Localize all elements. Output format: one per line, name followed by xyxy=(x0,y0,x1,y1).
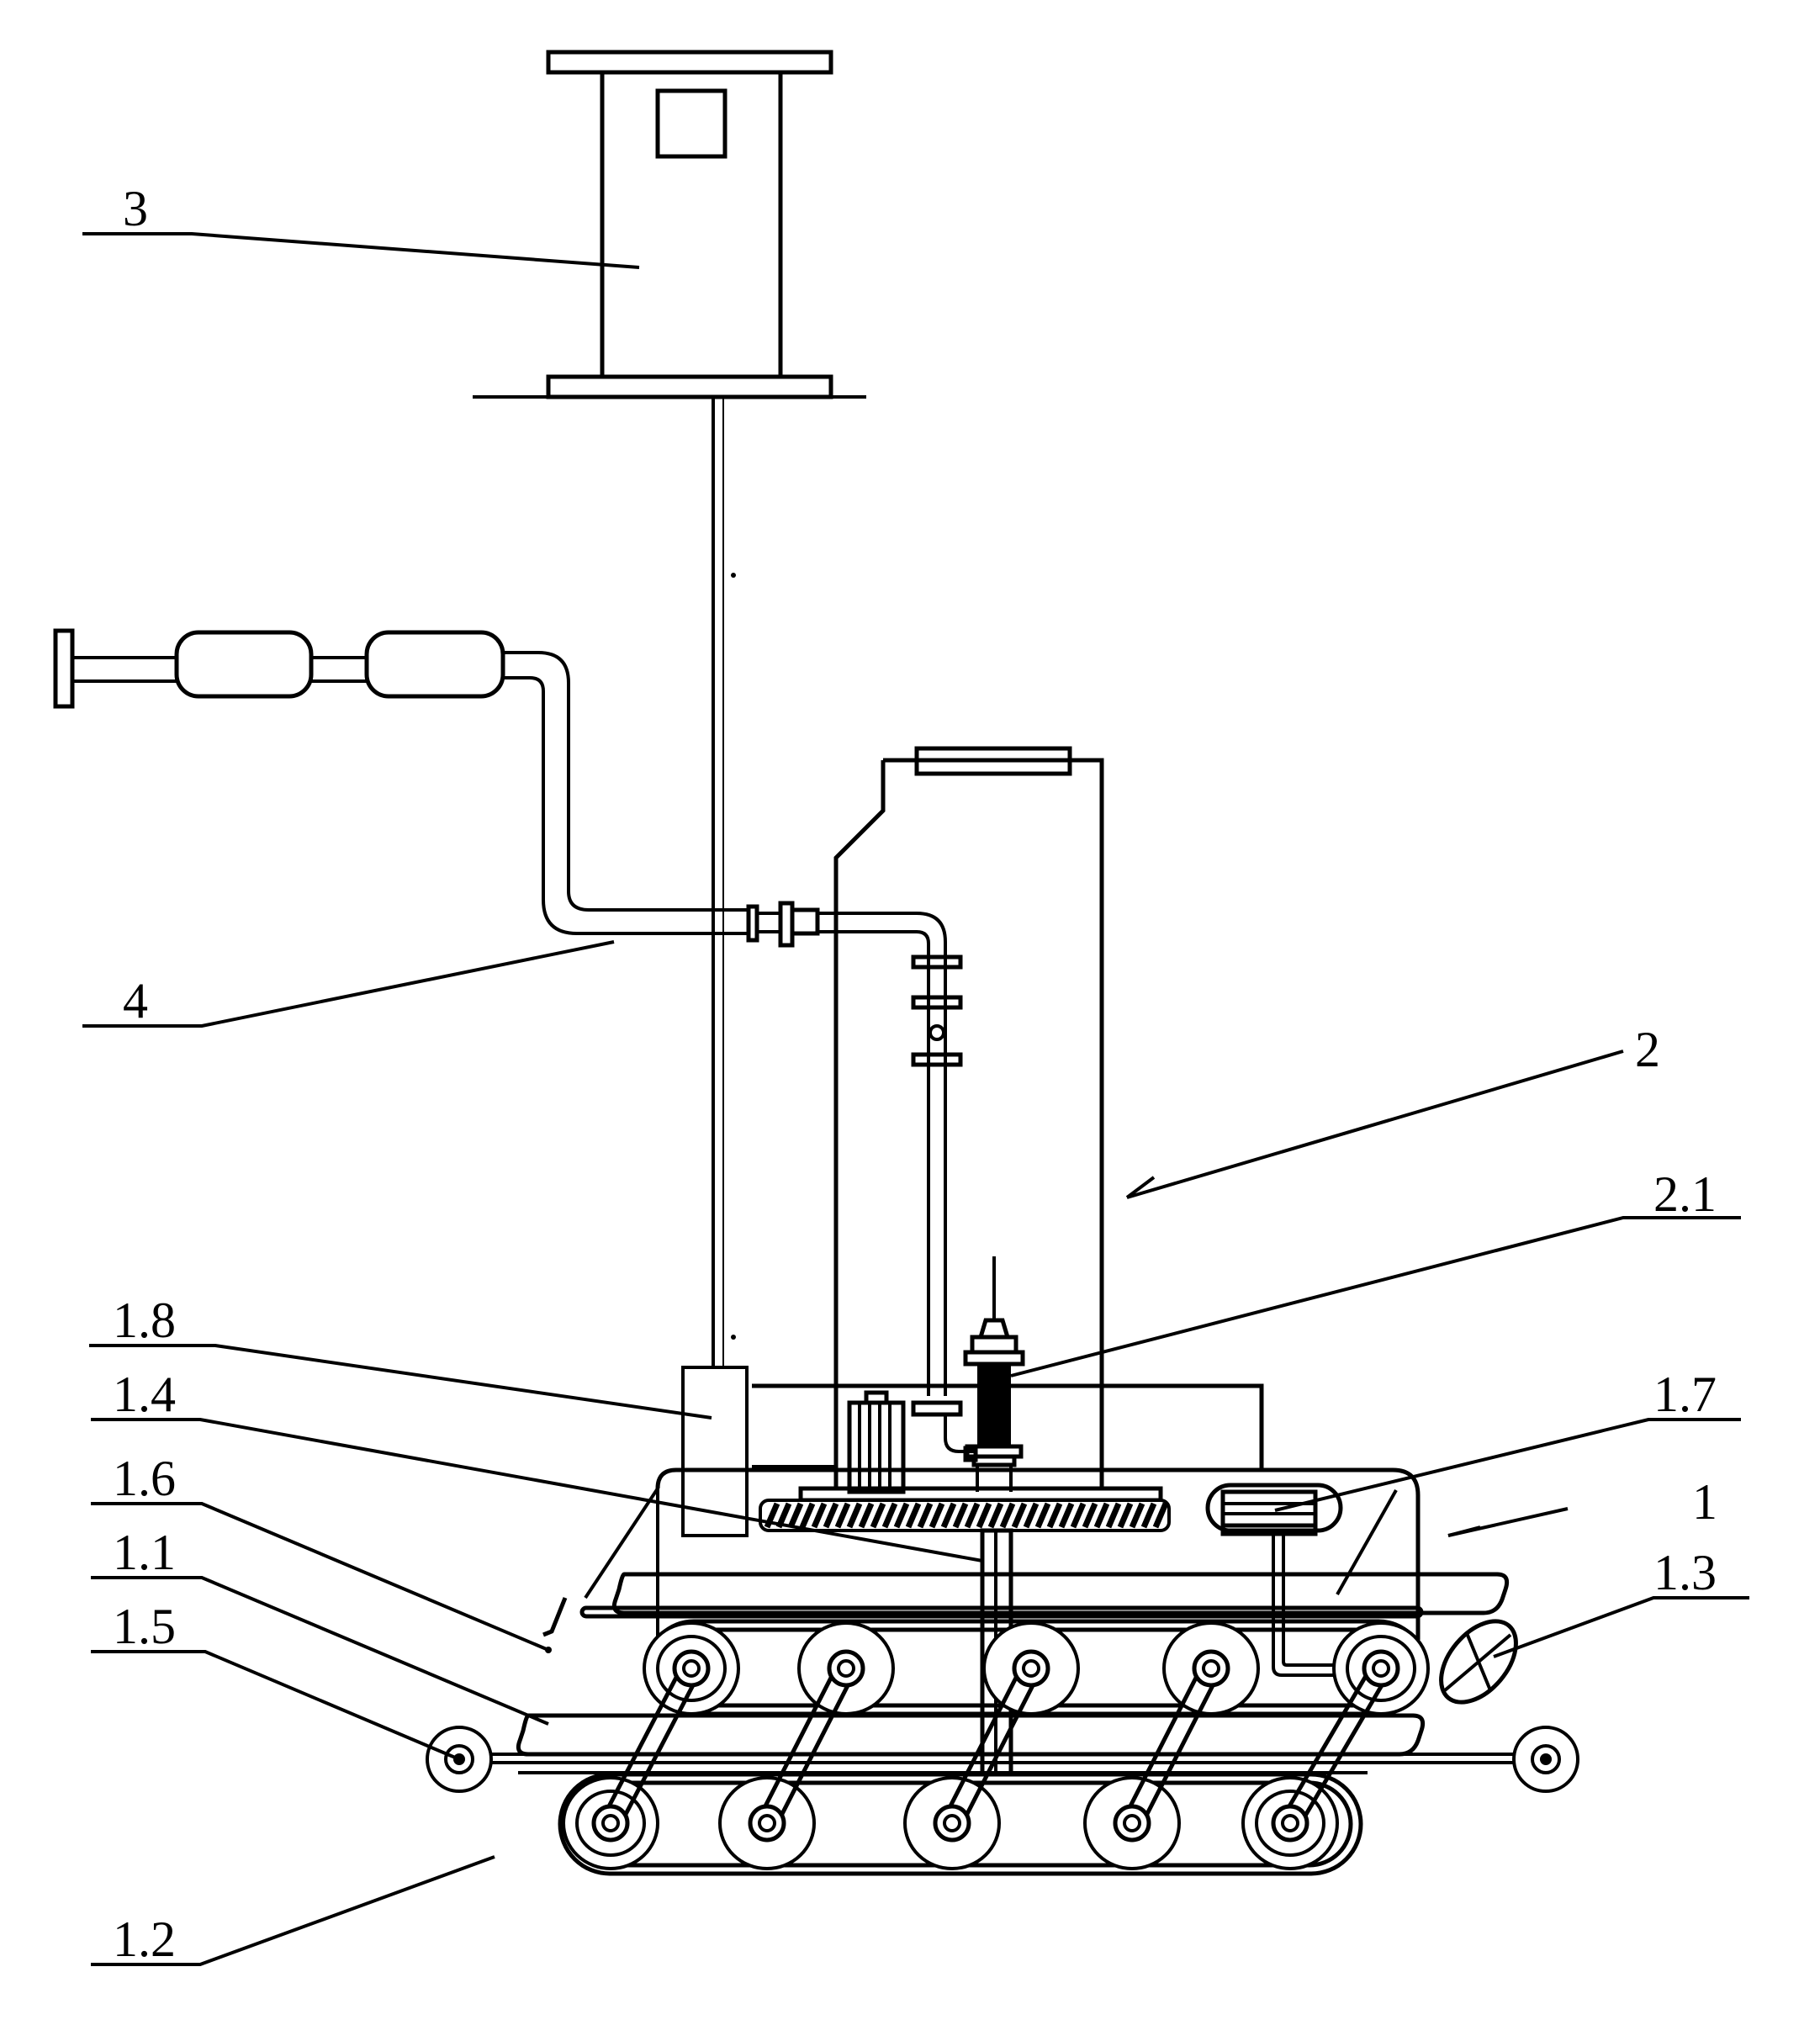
label-1-5: 1.5 xyxy=(113,1599,176,1654)
ring-gear xyxy=(759,1499,1171,1532)
pump-motor xyxy=(1205,1483,1379,1677)
suspension-links xyxy=(591,1649,1400,1843)
label-1-6: 1.6 xyxy=(113,1451,176,1506)
label-3: 3 xyxy=(123,181,148,236)
submersible-pump xyxy=(944,1256,1025,1492)
suspension-link xyxy=(1271,1649,1400,1843)
control-box xyxy=(681,1366,749,1537)
suspension-link xyxy=(748,1649,865,1843)
suspension-link xyxy=(591,1649,711,1843)
suspension-link xyxy=(1113,1649,1230,1843)
label-1-8: 1.8 xyxy=(113,1293,176,1348)
steering-wheel xyxy=(1439,1619,1518,1705)
label-2-1: 2.1 xyxy=(1653,1166,1717,1222)
label-1-7: 1.7 xyxy=(1653,1367,1717,1422)
upper-roller-tube xyxy=(611,1572,1510,1615)
platform-frame xyxy=(752,1383,1264,1472)
label-2: 2 xyxy=(1635,1022,1660,1077)
label-4: 4 xyxy=(123,973,148,1028)
label-1: 1 xyxy=(1692,1474,1717,1530)
discharge-pipe xyxy=(53,628,963,1417)
tension-spring xyxy=(542,1597,568,1637)
label-1-3: 1.3 xyxy=(1653,1545,1717,1600)
label-1-4: 1.4 xyxy=(113,1367,176,1422)
suspension-link xyxy=(933,1649,1050,1843)
leader-lines xyxy=(82,232,1749,1966)
drive-motor xyxy=(847,1390,906,1494)
label-1-2: 1.2 xyxy=(113,1911,176,1967)
chassis-body xyxy=(584,1467,1421,1640)
top-cabinet xyxy=(473,50,866,399)
label-1-1: 1.1 xyxy=(113,1525,176,1580)
tower-housing xyxy=(833,746,1104,1488)
